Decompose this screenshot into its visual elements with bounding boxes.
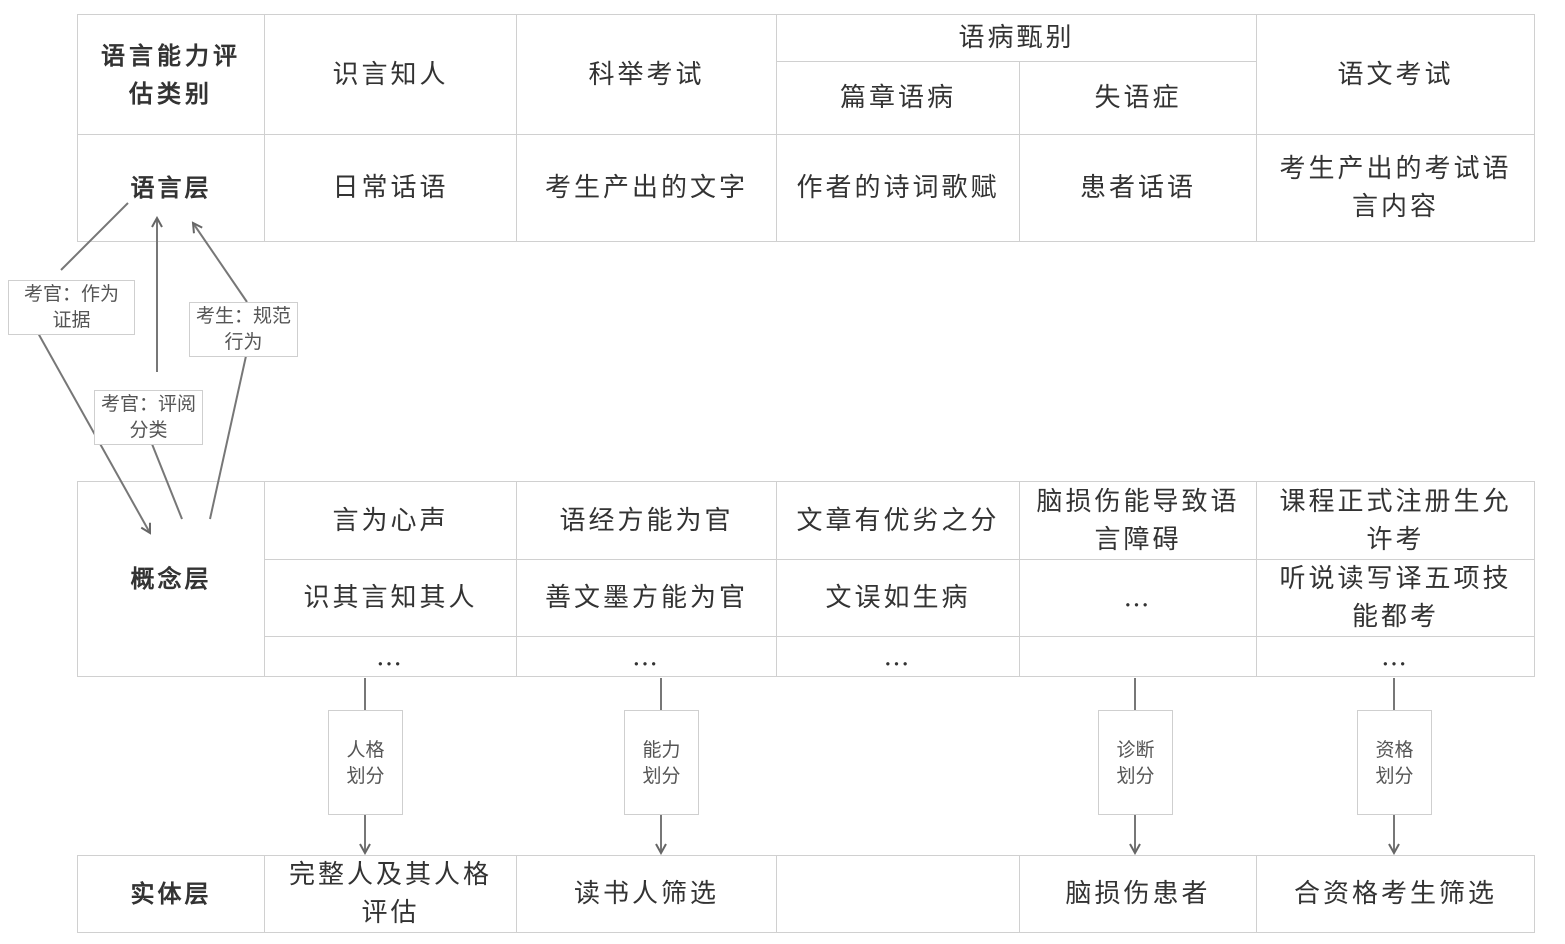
- concept-r3-c3: …: [776, 636, 1020, 677]
- concept-r3-c5: …: [1256, 636, 1535, 677]
- concept-layer-label: 概念层: [77, 481, 265, 677]
- entity-cell-2: 读书人筛选: [516, 855, 777, 933]
- language-cell-4: 患者话语: [1018, 134, 1258, 242]
- entity-cell-1: 完整人及其人格评估: [264, 855, 517, 933]
- language-cell-1: 日常话语: [264, 134, 517, 242]
- entity-cell-5: 合资格考生筛选: [1256, 855, 1535, 933]
- category-label: 语言能力评估类别: [77, 14, 265, 135]
- label-qualification-division: 资格划分: [1357, 710, 1432, 815]
- label-diagnosis-division: 诊断划分: [1098, 710, 1173, 815]
- language-cell-5: 考生产出的考试语言内容: [1256, 134, 1536, 242]
- concept-table: 概念层 言为心声 语经方能为官 文章有优劣之分 脑损伤能导致语言障碍 课程正式注…: [77, 481, 1535, 677]
- entity-table: 实体层 完整人及其人格评估 读书人筛选 脑损伤患者 合资格考生筛选: [77, 855, 1535, 933]
- arrow-norm-upper: [193, 223, 248, 303]
- concept-r2-c2: 善文墨方能为官: [516, 559, 777, 637]
- concept-r1-c5: 课程正式注册生允许考: [1256, 481, 1535, 560]
- label-personality-division: 人格划分: [328, 710, 403, 815]
- col-header-keju: 科举考试: [516, 14, 777, 135]
- concept-r2-c5: 听说读写译五项技能都考: [1256, 559, 1535, 637]
- header-table: 语言能力评估类别 识言知人 科举考试 语病甄别 语文考试 篇章语病 失语症 语言…: [77, 14, 1536, 242]
- language-cell-2: 考生产出的文字: [516, 134, 777, 242]
- concept-r3-c2: …: [516, 636, 777, 677]
- arrow-norm: [209, 355, 247, 520]
- language-cell-3: 作者的诗词歌赋: [776, 134, 1020, 242]
- label-examiner-evidence: 考官：作为证据: [8, 280, 135, 335]
- col-header-pianzhang: 篇章语病: [776, 61, 1020, 135]
- label-examinee-norm: 考生：规范行为: [189, 302, 298, 357]
- entity-cell-3: [776, 855, 1020, 933]
- col-header-yuwen: 语文考试: [1256, 14, 1536, 135]
- concept-r1-c3: 文章有优劣之分: [776, 481, 1020, 560]
- concept-r2-c3: 文误如生病: [776, 559, 1020, 637]
- concept-r1-c2: 语经方能为官: [516, 481, 777, 560]
- label-ability-division: 能力划分: [624, 710, 699, 815]
- entity-cell-4: 脑损伤患者: [1019, 855, 1257, 933]
- entity-layer-label: 实体层: [77, 855, 265, 933]
- arrow-evidence: [60, 202, 129, 271]
- label-examiner-grading: 考官：评阅分类: [94, 390, 203, 445]
- concept-r2-c1: 识其言知其人: [264, 559, 517, 637]
- arrow-grading: [151, 443, 183, 520]
- concept-r3-c1: …: [264, 636, 517, 677]
- col-header-shiyuzheng: 失语症: [1018, 61, 1258, 135]
- group-header-yubing: 语病甄别: [775, 14, 1258, 62]
